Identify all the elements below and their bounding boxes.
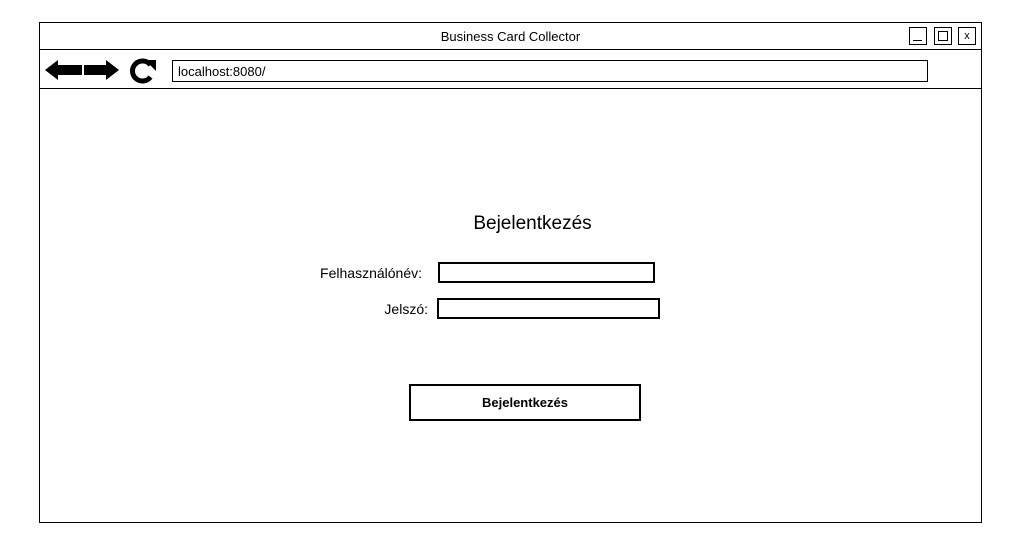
minimize-icon (913, 40, 922, 41)
password-label: Jelszó: (384, 301, 428, 317)
login-button[interactable]: Bejelentkezés (409, 384, 641, 421)
minimize-button[interactable] (909, 27, 927, 45)
title-bar: Business Card Collector x (40, 23, 981, 50)
maximize-button[interactable] (934, 27, 952, 45)
page-title: Bejelentkezés (473, 213, 592, 234)
arrow-left-icon (45, 60, 82, 80)
username-label: Felhasználónév: (320, 265, 422, 281)
close-icon: x (964, 30, 970, 42)
address-bar[interactable] (172, 60, 928, 82)
window-title: Business Card Collector (440, 29, 581, 44)
browser-window: Business Card Collector x Bejelentkezés … (39, 22, 982, 523)
arrow-right-icon (84, 60, 119, 80)
reload-icon (130, 58, 156, 84)
reload-button[interactable] (126, 56, 158, 86)
password-field[interactable] (437, 298, 660, 319)
browser-toolbar (40, 50, 981, 89)
username-field[interactable] (438, 262, 655, 283)
back-button[interactable] (45, 59, 83, 81)
page-content: Bejelentkezés Felhasználónév: Jelszó: Be… (40, 89, 981, 522)
close-button[interactable]: x (958, 27, 976, 45)
forward-button[interactable] (84, 59, 120, 81)
maximize-icon (938, 31, 948, 41)
